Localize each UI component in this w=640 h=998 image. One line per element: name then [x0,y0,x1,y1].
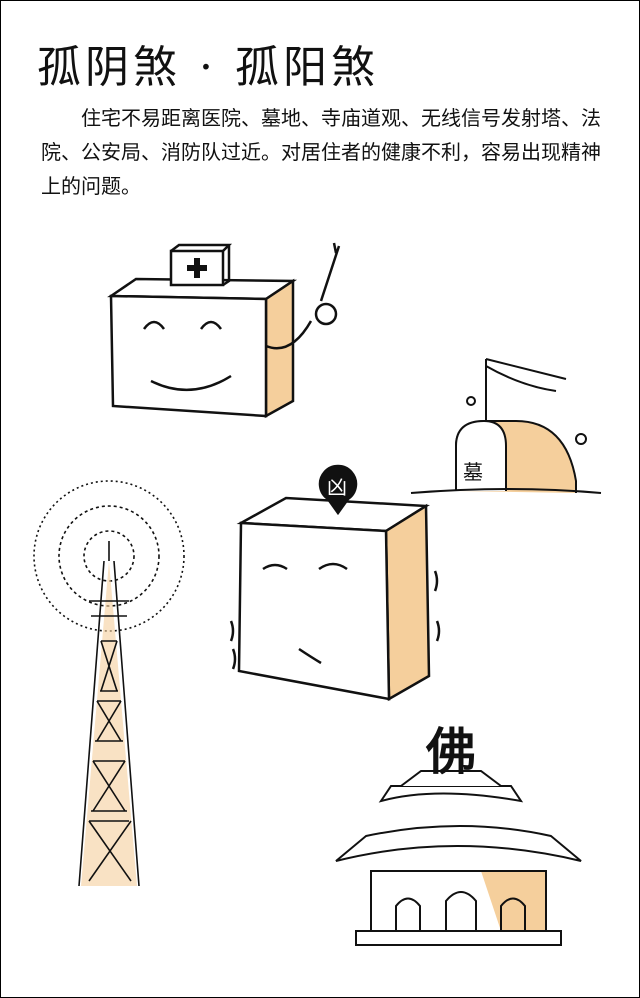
grave-label: 墓 [463,460,483,484]
body-paragraph: 住宅不易距离医院、墓地、寺庙道观、无线信号发射塔、法院、公安局、消防队过近。对居… [41,106,601,198]
pin-label: 凶 [327,475,347,499]
hospital-box-illustration [107,242,341,419]
temple-illustration: 佛 [335,722,582,946]
temple-label: 佛 [425,722,476,781]
sad-box-illustration: 凶 [229,464,441,702]
signal-tower-illustration [33,480,185,887]
page-title: 孤阴煞 · 孤阳煞 [37,42,379,93]
grave-illustration: 墓 [410,358,602,494]
